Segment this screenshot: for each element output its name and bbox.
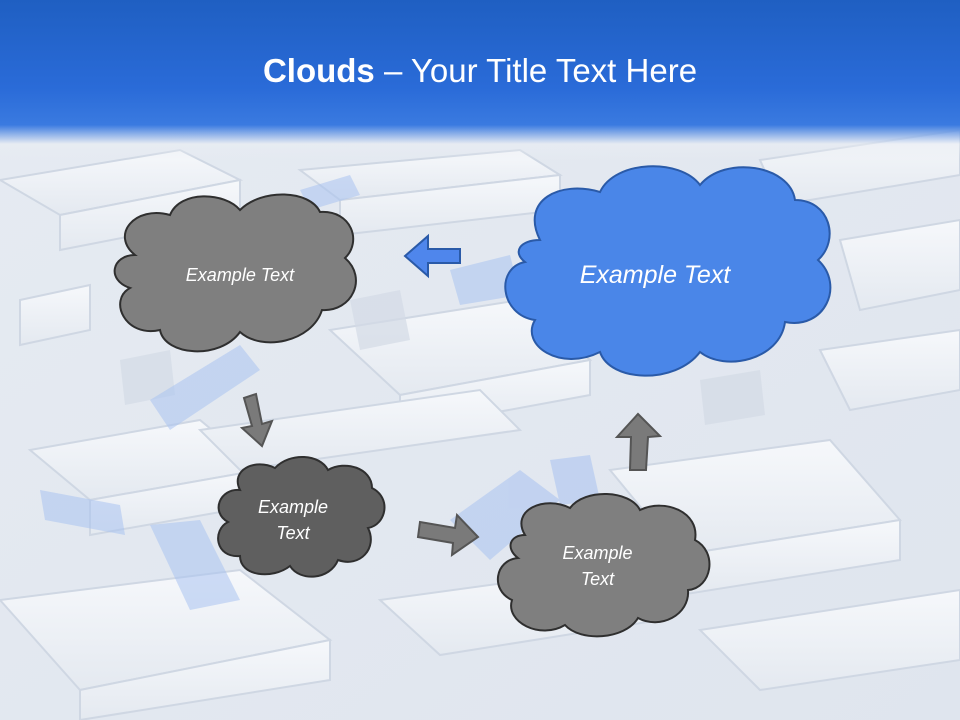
arrow-up-icon <box>614 412 663 471</box>
cloud-middle-text-line2: Text <box>276 523 310 543</box>
cloud-middle-label: Example Text <box>238 488 348 552</box>
slide-title: Clouds – Your Title Text Here <box>0 52 960 90</box>
arrow-right-icon <box>416 512 480 558</box>
arrow-down-icon <box>239 392 274 448</box>
title-bold: Clouds <box>262 52 375 89</box>
cloud-bottom-right-shape <box>496 493 711 638</box>
cloud-top-right-label: Example Text <box>540 245 770 305</box>
cloud-middle <box>217 455 386 578</box>
title-bar <box>0 0 960 160</box>
cloud-bottom-right-label: Example Text <box>540 534 655 598</box>
cloud-top-right-text: Example Text <box>579 260 731 289</box>
cloud-top-left <box>113 193 357 353</box>
cloud-middle-shape <box>217 455 386 578</box>
title-dash: – <box>383 52 403 89</box>
cloud-top-right-shape <box>504 165 832 377</box>
title-rest: Your Title Text Here <box>410 52 698 89</box>
arrow-left-icon <box>403 233 461 279</box>
cloud-top-left-shape <box>113 193 357 353</box>
cloud-top-left-text: Example Text <box>185 264 295 285</box>
cloud-middle-text-line1: Example <box>257 496 329 517</box>
cloud-top-right <box>504 165 832 377</box>
cloud-bottom-right <box>496 493 711 638</box>
cloud-bottom-right-text-line2: Text <box>580 569 615 589</box>
cloud-bottom-right-text-line1: Example <box>562 542 633 563</box>
cloud-top-left-label: Example Text <box>140 250 340 300</box>
